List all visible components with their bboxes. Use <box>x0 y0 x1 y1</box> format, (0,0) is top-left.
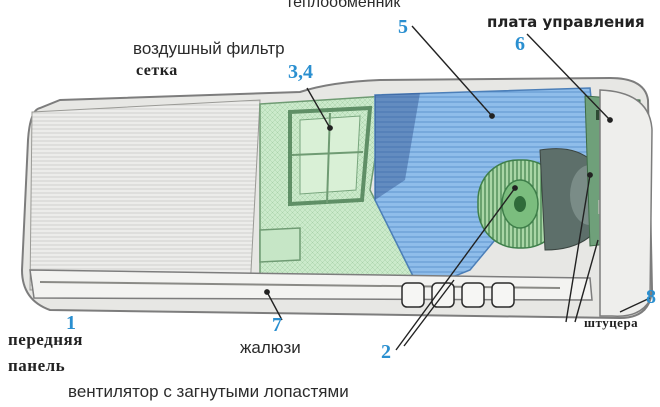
label-air-filter: воздушный фильтр <box>133 39 285 58</box>
number-front-panel: 1 <box>66 312 76 334</box>
number-control-board: 6 <box>515 33 525 55</box>
number-fan: 2 <box>381 341 391 363</box>
number-heat-exchanger: 5 <box>398 16 408 38</box>
label-mesh: сетка <box>136 62 178 79</box>
number-filter-mesh: 3,4 <box>288 61 313 83</box>
label-louvers: жалюзи <box>240 338 301 357</box>
front-panel <box>29 99 261 291</box>
label-front-panel-line2: панель <box>8 356 66 375</box>
label-front-panel-line1: передняя <box>8 330 83 349</box>
label-heat-exchanger: теплообменник <box>286 0 401 11</box>
leader-lines <box>264 25 651 351</box>
end-cap <box>599 89 653 317</box>
number-fittings: 8 <box>646 286 656 308</box>
label-control-board: плата управления <box>487 13 645 31</box>
number-louvers: 7 <box>272 314 282 336</box>
label-fan: вентилятор с загнутыми лопастями <box>68 382 349 401</box>
air-filter <box>259 95 422 293</box>
label-fittings: штуцера <box>584 315 639 330</box>
